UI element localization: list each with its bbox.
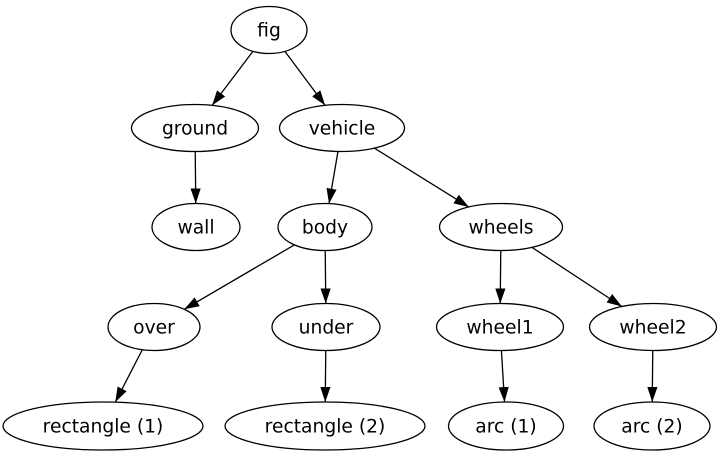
node-ellipse-body	[277, 202, 373, 252]
node-label-wheels: wheels	[468, 218, 533, 239]
node-ellipse-arc2	[593, 401, 711, 451]
node-wheel2: wheel2	[588, 302, 718, 352]
node-body: body	[277, 202, 373, 252]
node-ellipse-wheel1	[435, 302, 565, 352]
node-rect2: rectangle (2)	[224, 401, 426, 451]
node-ellipse-vehicle	[278, 103, 406, 153]
node-fig: fig	[230, 5, 308, 55]
node-ellipse-ground	[130, 103, 260, 153]
node-wheels: wheels	[438, 202, 564, 252]
node-label-vehicle: vehicle	[309, 119, 376, 140]
node-ellipse-wheel2	[588, 302, 718, 352]
node-ellipse-under	[271, 302, 381, 352]
node-ellipse-arc1	[447, 401, 565, 451]
node-ellipse-wall	[151, 202, 241, 252]
node-arc2: arc (2)	[593, 401, 711, 451]
node-label-arc1: arc (1)	[475, 417, 536, 438]
node-label-body: body	[302, 218, 348, 239]
node-label-ground: ground	[162, 119, 228, 140]
node-wall: wall	[151, 202, 241, 252]
node-label-under: under	[299, 318, 354, 339]
node-label-wheel1: wheel1	[466, 318, 533, 339]
node-rect1: rectangle (1)	[2, 401, 204, 451]
node-ellipse-rect2	[224, 401, 426, 451]
node-label-wall: wall	[177, 218, 214, 239]
node-ellipse-wheels	[438, 202, 564, 252]
node-ellipse-over	[107, 302, 201, 352]
node-label-rect1: rectangle (1)	[43, 417, 164, 438]
node-ellipse-rect1	[2, 401, 204, 451]
node-arc1: arc (1)	[447, 401, 565, 451]
node-under: under	[271, 302, 381, 352]
node-vehicle: vehicle	[278, 103, 406, 153]
node-ellipse-fig	[230, 5, 308, 55]
node-label-over: over	[133, 318, 175, 339]
node-label-wheel2: wheel2	[619, 318, 686, 339]
node-label-rect2: rectangle (2)	[265, 417, 386, 438]
node-label-fig: fig	[257, 21, 281, 42]
node-wheel1: wheel1	[435, 302, 565, 352]
node-label-arc2: arc (2)	[621, 417, 682, 438]
node-over: over	[107, 302, 201, 352]
node-ground: ground	[130, 103, 260, 153]
